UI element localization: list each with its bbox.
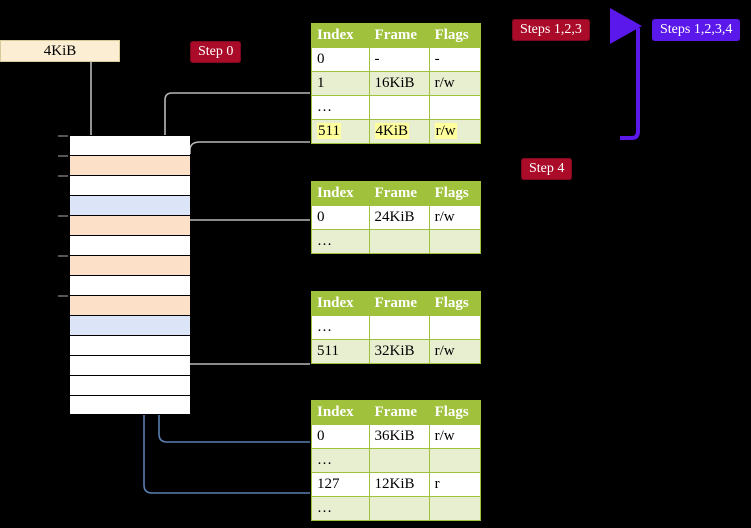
memory-frame-row[interactable] — [70, 155, 190, 175]
table-row[interactable]: … — [311, 315, 482, 340]
cell-index: 0 — [311, 205, 370, 230]
memory-row-tick — [58, 155, 68, 157]
cell-frame — [368, 315, 430, 340]
table-row[interactable]: 511 4KiB r/w — [311, 119, 482, 144]
column-header-index: Index — [311, 23, 370, 48]
column-header-frame: Frame — [368, 181, 430, 206]
memory-frame-row[interactable] — [70, 295, 190, 315]
memory-row-tick — [58, 255, 68, 257]
memory-frame-row[interactable] — [70, 275, 190, 295]
badge-steps-1234: Steps 1,2,3,4 — [652, 19, 741, 41]
column-header-frame: Frame — [368, 23, 430, 48]
memory-frame-row[interactable] — [70, 215, 190, 235]
memory-frame-row[interactable] — [70, 335, 190, 355]
badge-steps-123: Steps 1,2,3 — [512, 19, 590, 41]
cell-frame: 24KiB — [368, 205, 430, 230]
cell-flags — [428, 95, 482, 120]
badge-step-0: Step 0 — [190, 41, 242, 63]
physical-memory-grid — [58, 135, 190, 415]
cell-flags — [428, 229, 482, 254]
cell-frame: 16KiB — [368, 71, 430, 96]
memory-size-label: 4KiB — [43, 43, 77, 59]
purple-bracket-arrow — [610, 8, 642, 140]
table-row[interactable]: … — [311, 95, 482, 120]
memory-frame-row[interactable] — [70, 235, 190, 255]
cell-index: … — [311, 315, 370, 340]
cell-index: 0 — [311, 47, 370, 72]
column-header-index: Index — [311, 181, 370, 206]
highlighted-value: 4KiB — [374, 123, 410, 139]
cell-index: … — [311, 229, 370, 254]
cell-frame: - — [368, 47, 430, 72]
cell-flags — [428, 448, 482, 473]
memory-frame-row[interactable] — [70, 375, 190, 395]
column-header-flags: Flags — [428, 400, 482, 425]
cell-index: 511 — [311, 119, 370, 144]
table-row[interactable]: 0-- — [311, 47, 482, 72]
memory-frame-row[interactable] — [70, 135, 190, 155]
cell-index: … — [311, 448, 370, 473]
cell-frame: 4KiB — [368, 119, 430, 144]
cell-flags — [428, 496, 482, 521]
cell-index: … — [311, 496, 370, 521]
cell-flags: r/w — [428, 205, 482, 230]
connector-pdpt-to-memory — [178, 219, 310, 259]
column-header-frame: Frame — [368, 291, 430, 316]
column-header-index: Index — [311, 400, 370, 425]
cell-index: 0 — [311, 424, 370, 449]
cell-frame: 32KiB — [368, 339, 430, 364]
cell-flags: r/w — [428, 119, 482, 144]
cell-flags: r/w — [428, 71, 482, 96]
column-header-flags: Flags — [428, 181, 482, 206]
cell-flags: r/w — [428, 424, 482, 449]
column-header-flags: Flags — [428, 291, 482, 316]
cell-index: 1 — [311, 71, 370, 96]
highlighted-value: 511 — [317, 123, 341, 139]
column-header-index: Index — [311, 291, 370, 316]
memory-frame-row[interactable] — [70, 175, 190, 195]
memory-row-tick — [58, 135, 68, 137]
memory-frame-row[interactable] — [70, 355, 190, 375]
memory-frame-row[interactable] — [70, 255, 190, 275]
column-header-flags: Flags — [428, 23, 482, 48]
memory-row-tick — [58, 215, 68, 217]
memory-frame-row[interactable] — [70, 395, 190, 415]
memory-frame-row[interactable] — [70, 195, 190, 215]
table-row[interactable]: … — [311, 496, 482, 521]
badge-step-4: Step 4 — [521, 158, 573, 180]
memory-row-tick — [58, 175, 68, 177]
cell-frame — [368, 448, 430, 473]
cell-frame — [368, 496, 430, 521]
cell-frame — [368, 95, 430, 120]
cell-flags: r — [428, 472, 482, 497]
cell-frame: 12KiB — [368, 472, 430, 497]
cell-frame — [368, 229, 430, 254]
cell-index: 127 — [311, 472, 370, 497]
column-header-frame: Frame — [368, 400, 430, 425]
cell-flags: - — [428, 47, 482, 72]
memory-frame-row[interactable] — [70, 315, 190, 335]
table-row[interactable]: … — [311, 229, 482, 254]
memory-size-box: 4KiB — [0, 40, 120, 62]
cell-index: … — [311, 95, 370, 120]
highlighted-value: r/w — [434, 123, 457, 139]
table-row[interactable]: … — [311, 448, 482, 473]
memory-row-tick — [58, 295, 68, 297]
cell-index: 511 — [311, 339, 370, 364]
cell-flags: r/w — [428, 339, 482, 364]
cell-flags — [428, 315, 482, 340]
cell-frame: 36KiB — [368, 424, 430, 449]
